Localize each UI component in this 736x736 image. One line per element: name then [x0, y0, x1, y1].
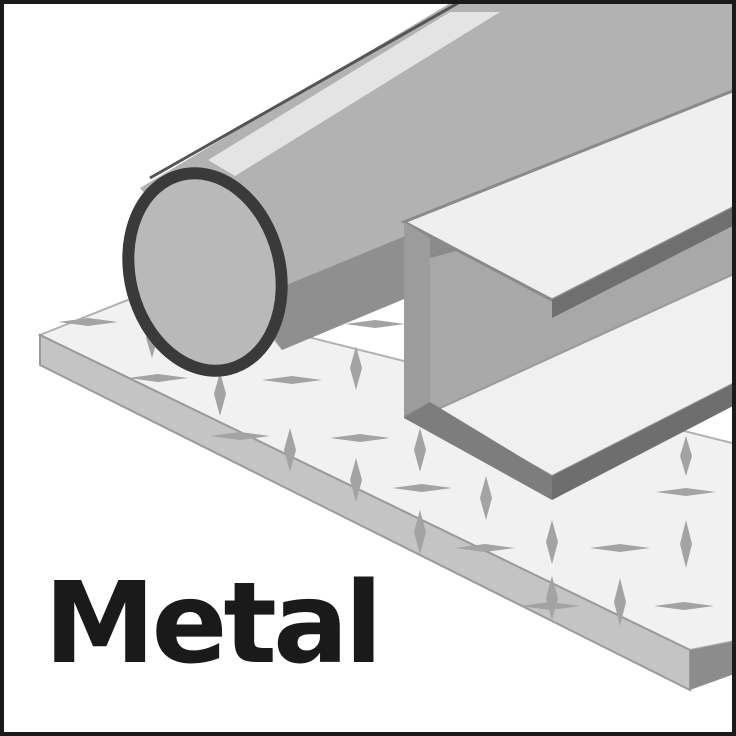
metal-channel-icon	[400, 88, 734, 500]
plate-tread-pattern	[58, 318, 716, 626]
caption-text: Metal	[44, 559, 383, 689]
tube-end	[122, 167, 288, 377]
plate-side-edge	[690, 641, 734, 690]
tube-highlight	[208, 12, 500, 176]
diamond-plate-icon	[37, 293, 734, 692]
tube-body	[140, 2, 734, 350]
